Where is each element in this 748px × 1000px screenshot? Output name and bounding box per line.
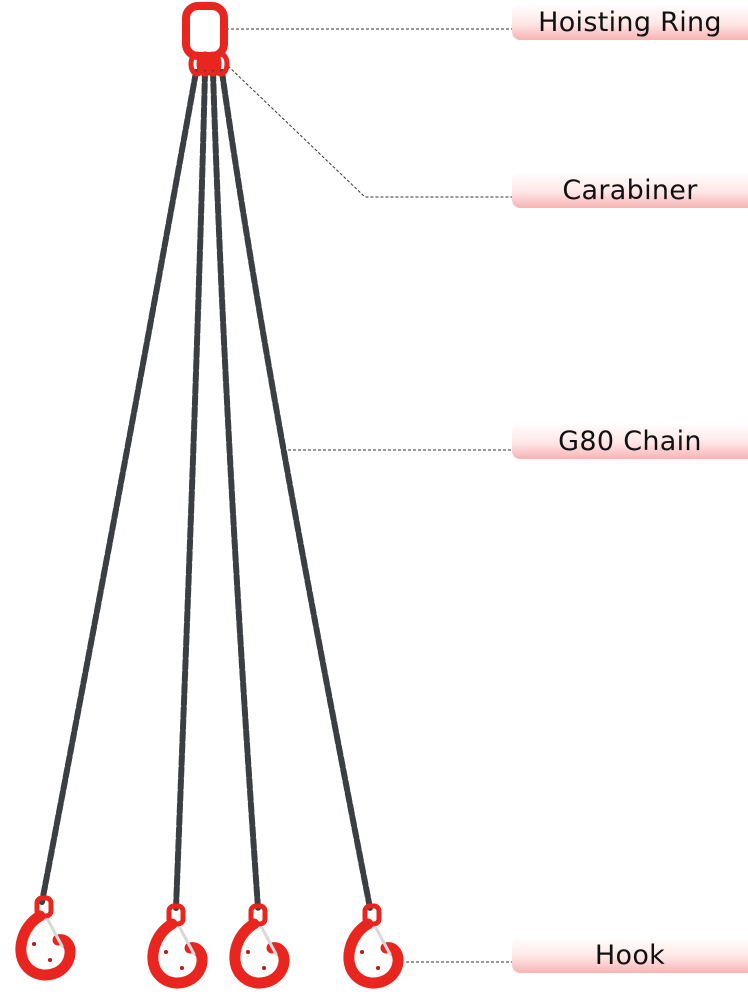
hook-3 (235, 906, 284, 983)
hooks (21, 898, 398, 983)
hook-2 (153, 906, 202, 983)
label-g80-chain: G80 Chain (512, 423, 748, 459)
chain-leg-3 (210, 69, 261, 911)
hook-1 (21, 898, 70, 975)
hook-4 (349, 906, 398, 983)
carabiner-cluster (188, 51, 230, 77)
chain-leg-1 (39, 69, 199, 905)
chain-leg-4 (219, 69, 373, 911)
g80-chain-legs (39, 69, 373, 911)
leader-carabiner (227, 65, 512, 198)
leader-lines (226, 28, 512, 963)
label-hook: Hook (512, 937, 748, 973)
chain-leg-2 (173, 69, 208, 911)
label-hoisting-ring: Hoisting Ring (512, 4, 748, 40)
hoisting-ring (182, 2, 228, 60)
label-carabiner: Carabiner (512, 172, 748, 208)
